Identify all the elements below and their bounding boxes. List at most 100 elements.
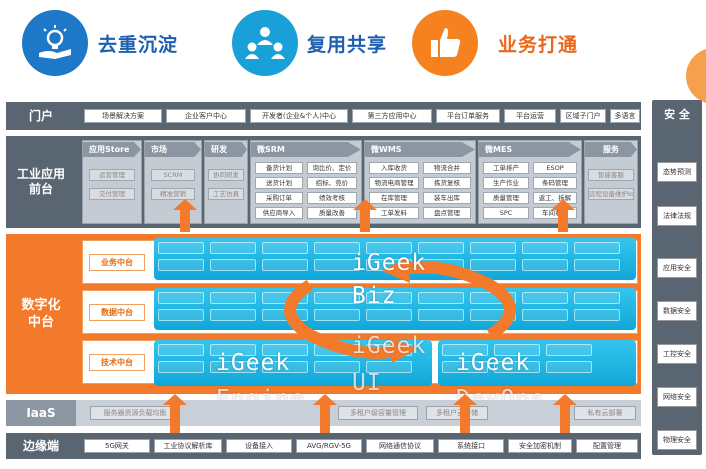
thumbs-up-icon — [412, 10, 478, 76]
grid-cell — [158, 309, 204, 321]
grid-cell — [262, 344, 308, 356]
grid-cell — [210, 361, 256, 373]
edge-item[interactable]: 网络通信协议 — [366, 439, 434, 453]
mes-item[interactable]: 条码管理 — [533, 177, 577, 189]
srm-item[interactable]: 供应商导入 — [255, 207, 303, 219]
rd-panel: 研发 协同研发 工艺仿真 — [204, 140, 248, 224]
mes-item[interactable]: SPC — [483, 207, 529, 219]
wms-item[interactable]: 物流合并 — [423, 162, 471, 174]
wms-item[interactable]: 物流电商管理 — [369, 177, 419, 189]
srm-item[interactable]: 采购订单 — [255, 192, 303, 204]
up-arrow-icon — [170, 405, 180, 433]
market-item[interactable]: SCRM — [151, 169, 195, 181]
store-item[interactable]: 交付管理 — [89, 188, 135, 200]
security-item[interactable]: 数据安全 — [657, 301, 697, 321]
iaas-item[interactable]: 多租户级容量管理 — [338, 406, 418, 420]
up-arrow-icon — [313, 394, 337, 405]
wms-item[interactable]: 在库管理 — [369, 192, 419, 204]
portal-item[interactable]: 区域子门户 — [560, 109, 606, 123]
iaas-item[interactable]: 多租户云存储 — [426, 406, 488, 420]
grid-cell — [210, 242, 256, 254]
portal-item[interactable]: 平台订单服务 — [436, 109, 500, 123]
portal-row: 门户 场景解决方案 企业客户中心 开发者(企业&个人)中心 第三方应用中心 平台… — [6, 102, 641, 130]
wms-panel: 微WMS 入库收货 物流合并 物流电商管理 拣货复核 在库管理 装车出库 工单发… — [364, 140, 476, 224]
portal-item[interactable]: 企业客户中心 — [166, 109, 246, 123]
igeek-ui-text-1: iGeek — [352, 333, 427, 359]
srm-title: 微SRM — [251, 142, 361, 157]
igeek-engine-text-1: iGeek — [216, 350, 291, 376]
store-item[interactable]: 运营管理 — [89, 169, 135, 181]
igeek-devops-text-1: iGeek — [456, 350, 531, 376]
edge-item[interactable]: 配置管理 — [576, 439, 638, 453]
srm-item[interactable]: 询比价、定价 — [307, 162, 357, 174]
market-title: 市场 — [145, 142, 201, 157]
apps-row: 工业应用 前台 应用Store 运营管理 交付管理 市场 SCRM 精准营销 研… — [6, 136, 641, 228]
edge-item[interactable]: 工业协议解析库 — [154, 439, 222, 453]
rd-item[interactable]: 协同研发 — [208, 169, 244, 181]
wms-item[interactable]: 拣货复核 — [423, 177, 471, 189]
grid-cell — [470, 259, 516, 271]
mes-item[interactable]: 工单排产 — [483, 162, 529, 174]
hand-bulb-icon — [22, 10, 88, 76]
security-item[interactable]: 应用安全 — [657, 258, 697, 278]
service-item[interactable]: 智能客服 — [588, 169, 634, 181]
wms-item[interactable]: 入库收货 — [369, 162, 419, 174]
grid-cell — [522, 242, 568, 254]
security-item[interactable]: 态势预测 — [657, 162, 697, 182]
iaas-item[interactable]: 私有云部署 — [574, 406, 636, 420]
mes-item[interactable]: 生产作业 — [483, 177, 529, 189]
edge-label: 边缘端 — [22, 438, 59, 453]
mes-item[interactable]: ESOP — [533, 162, 577, 174]
edge-item[interactable]: 安全加密机制 — [508, 439, 572, 453]
security-title: 安 全 — [664, 108, 690, 121]
grid-cell — [418, 309, 464, 321]
security-item[interactable]: 工控安全 — [657, 344, 697, 364]
srm-item[interactable]: 备货计划 — [255, 162, 303, 174]
business-middle-tag[interactable]: 业务中台 — [89, 254, 145, 271]
iaas-item[interactable]: 服务器资源负载均衡 — [90, 406, 180, 420]
up-arrow-icon — [453, 394, 477, 405]
edge-item[interactable]: 设备接入 — [226, 439, 292, 453]
portal-item[interactable]: 第三方应用中心 — [352, 109, 432, 123]
igeek-biz-text-1: iGeek — [352, 250, 427, 276]
srm-item[interactable]: 送货计划 — [255, 177, 303, 189]
grid-cell — [574, 242, 620, 254]
srm-panel: 微SRM 备货计划 询比价、定价 送货计划 招标、竞价 采购订单 绩效考核 供应… — [250, 140, 362, 224]
apps-label: 工业应用 前台 — [16, 167, 65, 196]
mes-item[interactable]: 质量管理 — [483, 192, 529, 204]
srm-item[interactable]: 招标、竞价 — [307, 177, 357, 189]
tech-middle-tag[interactable]: 技术中台 — [89, 354, 145, 371]
service-item[interactable]: 远程设备维护IoT — [588, 188, 634, 200]
devops-bar — [438, 340, 636, 386]
grid-cell — [158, 292, 204, 304]
security-item[interactable]: 物理安全 — [657, 430, 697, 450]
wms-item[interactable]: 盘点管理 — [423, 207, 471, 219]
srm-item[interactable]: 质量改善 — [307, 207, 357, 219]
portal-item[interactable]: 多语言 — [610, 109, 640, 123]
grid-cell — [366, 242, 412, 254]
grid-cell — [158, 344, 204, 356]
wms-title: 微WMS — [365, 142, 475, 157]
data-middle-tag[interactable]: 数据中台 — [89, 304, 145, 321]
grid-cell — [546, 344, 592, 356]
edge-item[interactable]: 系统接口 — [438, 439, 504, 453]
wms-item[interactable]: 装车出库 — [423, 192, 471, 204]
grid-cell — [158, 242, 204, 254]
grid-cell — [522, 309, 568, 321]
security-item[interactable]: 网络安全 — [657, 387, 697, 407]
srm-item[interactable]: 绩效考核 — [307, 192, 357, 204]
grid-cell — [314, 309, 360, 321]
iaas-label: IaaS — [6, 400, 76, 426]
portal-item[interactable]: 场景解决方案 — [84, 109, 162, 123]
rd-item[interactable]: 工艺仿真 — [208, 188, 244, 200]
grid-cell — [574, 309, 620, 321]
portal-item[interactable]: 平台运营 — [504, 109, 556, 123]
grid-cell — [210, 344, 256, 356]
grid-cell — [262, 259, 308, 271]
grid-cell — [442, 361, 488, 373]
edge-item[interactable]: 5G网关 — [84, 439, 150, 453]
grid-cell — [522, 292, 568, 304]
edge-item[interactable]: AVG/RGV-5G — [296, 439, 362, 453]
security-item[interactable]: 法律法规 — [657, 206, 697, 226]
portal-item[interactable]: 开发者(企业&个人)中心 — [250, 109, 348, 123]
